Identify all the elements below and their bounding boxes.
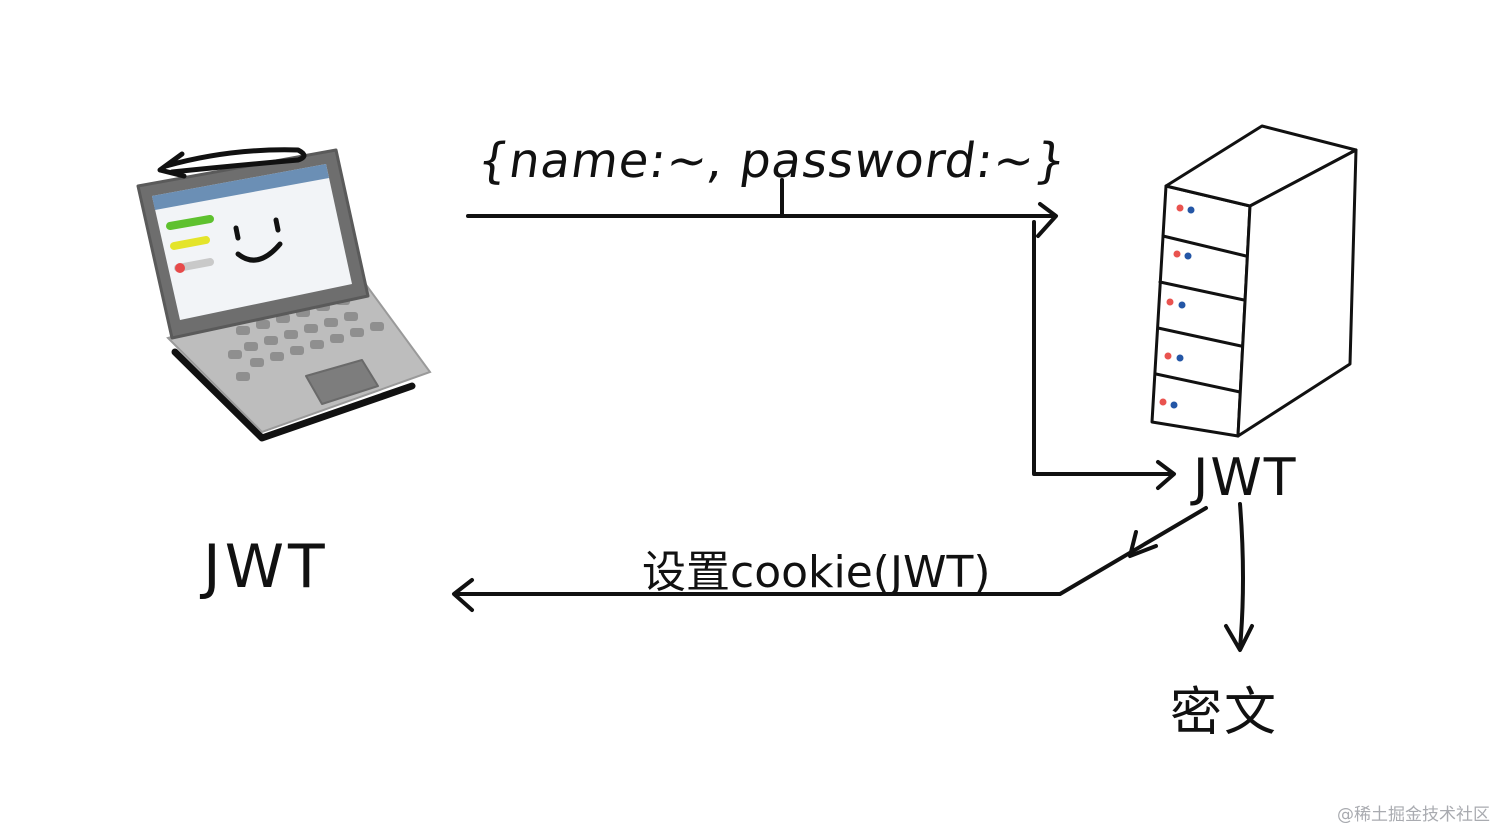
client-jwt-label: JWT — [203, 532, 329, 602]
server-leds — [1159, 204, 1195, 409]
server-icon — [1150, 124, 1358, 438]
request-arrow — [466, 178, 1176, 490]
set-cookie-label: 设置cookie(JWT) — [642, 547, 991, 598]
ciphertext-label: 密文 — [1170, 683, 1279, 743]
watermark: @稀土掘金技术社区 — [1337, 805, 1490, 825]
response-arrow — [452, 506, 1208, 612]
cipher-arrow — [1224, 502, 1254, 652]
laptop-icon — [136, 147, 432, 442]
request-body-label: {name:~, password:~} — [474, 133, 1071, 189]
server-jwt-label: JWT — [1193, 448, 1298, 508]
